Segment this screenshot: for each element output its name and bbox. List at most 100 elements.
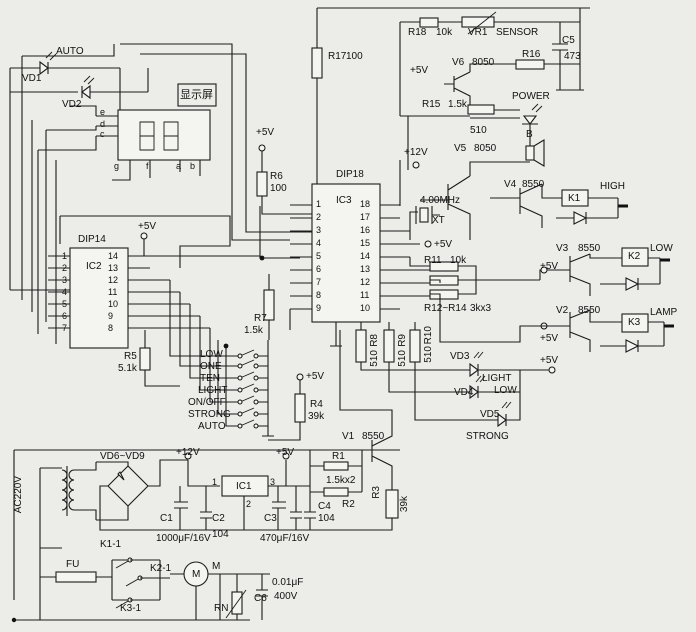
label-k1-1: K1-1 <box>100 539 122 550</box>
label-r8-val: 510 <box>369 350 380 367</box>
label-dip14: DIP14 <box>78 234 106 245</box>
label-power: POWER <box>512 91 550 102</box>
label-vd5: VD5 <box>480 409 500 420</box>
label-r17: R17 <box>328 51 347 62</box>
label-k3-1: K3-1 <box>120 603 142 614</box>
ic3-pin: 5 <box>316 251 322 261</box>
led-vd1 <box>10 51 120 76</box>
label-r3-val: 39k <box>399 496 410 513</box>
ic2-pin: 12 <box>108 275 119 285</box>
label-r11: R11 <box>424 255 442 266</box>
label-led-5v: +5V <box>540 355 559 366</box>
transistor-v2 <box>560 309 591 352</box>
label-c5-val: 473 <box>564 51 581 62</box>
ic2-pin: 7 <box>62 323 68 333</box>
label-v5-12v: +12V <box>404 147 428 158</box>
label-fu: FU <box>66 559 80 570</box>
label-k1: K1 <box>568 193 581 204</box>
ic3-pin: 14 <box>360 251 371 261</box>
ic2-pin: 3 <box>62 275 68 285</box>
label-vr1: VR1 <box>468 27 488 38</box>
ic3-pin: 17 <box>360 212 371 222</box>
transistor-v1 <box>362 424 393 490</box>
label-c6-val1: 0.01μF <box>272 577 304 588</box>
label-r8: R8 <box>369 334 380 347</box>
label-c6: C6 <box>254 593 267 604</box>
label-r7-val: 1.5k <box>244 325 263 336</box>
label-c2-val: 104 <box>212 529 229 540</box>
label-r4: R4 <box>310 399 323 410</box>
ic3-pin: 6 <box>316 264 322 274</box>
label-v6-val: 8050 <box>472 57 495 68</box>
label-ac: AC220V <box>13 476 24 514</box>
label-r9: R9 <box>397 334 408 347</box>
label-dip18: DIP18 <box>336 169 364 180</box>
ic3-pin: 12 <box>360 277 371 287</box>
label-rn: RN <box>214 603 229 614</box>
label-xt: XT <box>432 215 445 226</box>
label-ic1-pin2: 2 <box>246 499 252 509</box>
label-r7: R7 <box>254 313 267 324</box>
ic2-pin: 6 <box>62 311 68 321</box>
ic3-pin: 10 <box>360 303 371 313</box>
label-r2: R2 <box>342 499 355 510</box>
label-v2: V2 <box>556 305 569 316</box>
label-ic3: IC3 <box>336 195 352 206</box>
ic2-pin: 9 <box>108 311 114 321</box>
label-ic2: IC2 <box>86 261 102 272</box>
label-r6-5v: +5V <box>256 127 275 138</box>
label-r1: R1 <box>332 451 345 462</box>
label-c3-val: 470μF/16V <box>260 533 310 544</box>
label-sw-auto: AUTO <box>198 421 226 432</box>
label-r12: R12~R14 <box>424 303 467 314</box>
ic3-pin: 8 <box>316 290 322 300</box>
label-ic1: IC1 <box>236 481 252 492</box>
ic3-pin: 16 <box>360 225 371 235</box>
ic3-pin: 3 <box>316 225 322 235</box>
ic3-pin: 15 <box>360 238 371 248</box>
led-vd3 <box>469 362 552 378</box>
ic3-pin: 4 <box>316 238 322 248</box>
label-seg-f: f <box>146 161 149 171</box>
label-low-lamp: LOW <box>650 243 673 254</box>
label-r18-val: 10k <box>436 27 453 38</box>
ic3-pin: 9 <box>316 303 322 313</box>
ic3-pin: 11 <box>360 290 370 300</box>
label-k2-1: K2-1 <box>150 563 172 574</box>
label-sensor: SENSOR <box>496 27 539 38</box>
label-r11-val: 10k <box>450 255 467 266</box>
label-r5-val: 5.1k <box>118 363 137 374</box>
ic3-pin: 2 <box>316 212 322 222</box>
label-seg-b: b <box>190 161 196 171</box>
label-r510: 510 <box>470 125 487 136</box>
label-ic2-5v: +5V <box>138 221 157 232</box>
label-strong: STRONG <box>466 431 509 442</box>
label-r6: R6 <box>270 171 283 182</box>
ic2-pin: 8 <box>108 323 114 333</box>
label-m: M <box>212 561 221 572</box>
label-v4: V4 <box>504 179 517 190</box>
label-r15-val: 1.5k <box>448 99 467 110</box>
label-motor: M <box>192 569 201 580</box>
label-r16: R16 <box>522 49 541 60</box>
label-ps-5v: +5V <box>276 447 295 458</box>
label-xtal: 4.00MHz <box>420 195 461 206</box>
ic2-pin: 1 <box>62 251 68 261</box>
label-r17-val: 100 <box>346 51 363 62</box>
ic2-pin: 14 <box>108 251 119 261</box>
label-r15: R15 <box>422 99 441 110</box>
label-v1: V1 <box>342 431 355 442</box>
label-r3: R3 <box>371 486 382 499</box>
label-r5: R5 <box>124 351 137 362</box>
label-sw-onoff: ON/OFF <box>188 397 226 408</box>
ic2-pin: 4 <box>62 287 68 297</box>
label-v3-val: 8550 <box>578 243 601 254</box>
ic2-pin: 10 <box>108 299 119 309</box>
label-seg-g: g <box>114 161 120 171</box>
label-r10-val: 510 <box>423 346 434 363</box>
label-vd4: VD4 <box>454 387 474 398</box>
switch-bank <box>169 280 274 437</box>
label-c3: C3 <box>264 513 277 524</box>
